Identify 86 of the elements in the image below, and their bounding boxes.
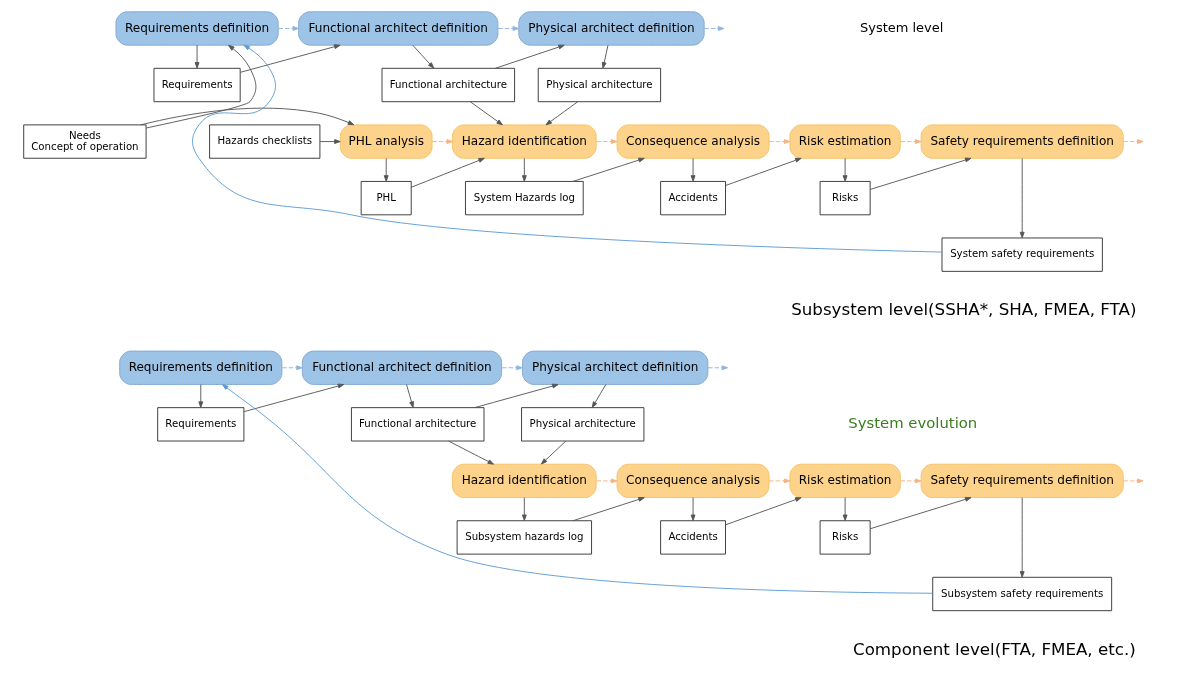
arrow	[690, 157, 695, 182]
node-box: Hazards checklists	[208, 124, 320, 159]
arrow	[1019, 497, 1025, 578]
node-box: Functional architecture	[381, 67, 515, 103]
node-box: Requirements	[153, 67, 241, 103]
node-box: Physical architecture	[520, 407, 644, 442]
node-box: Physical architect definition	[517, 11, 705, 46]
node-box: Safety requirements definition	[920, 463, 1124, 499]
arrow	[500, 365, 523, 371]
label: System evolution	[847, 413, 977, 431]
node-box: PHL	[360, 180, 412, 216]
arrow	[869, 496, 971, 530]
arrow	[411, 44, 434, 69]
arrow	[540, 440, 566, 465]
arrow	[410, 157, 485, 188]
node-box: Physical architect definition	[521, 350, 708, 385]
arrow	[1122, 478, 1143, 484]
label: System level	[859, 19, 943, 35]
arrow	[595, 139, 617, 144]
node-box: Subsystem hazards log	[456, 520, 592, 555]
arrow	[243, 383, 344, 413]
arrow	[473, 383, 559, 409]
node-box: Requirements definition	[115, 11, 279, 46]
node-box: Consequence analysis	[616, 463, 770, 499]
arrow	[690, 497, 695, 521]
arrow	[194, 44, 199, 69]
arrow	[221, 384, 933, 594]
arrow	[239, 44, 341, 73]
arrow	[899, 139, 921, 144]
node-box: System safety requirements	[941, 237, 1103, 272]
node-box: Accidents	[659, 180, 726, 216]
node-box: Requirements definition	[118, 350, 282, 385]
label: Component level(FTA, FMEA, etc.)	[852, 639, 1136, 659]
node-box: Functional architect definition	[301, 350, 502, 385]
arrow	[431, 139, 453, 144]
arrow	[595, 478, 617, 484]
node-box: Subsystem safety requirements	[931, 576, 1112, 612]
arrow	[601, 44, 608, 69]
label: Subsystem level(SSHA*, SHA, FMEA, FTA)	[790, 300, 1136, 320]
arrow	[591, 384, 606, 408]
arrow	[405, 384, 414, 408]
arrow	[145, 44, 256, 129]
node-box: Consequence analysis	[616, 124, 770, 159]
node-box: Accidents	[659, 520, 726, 555]
arrow	[139, 107, 354, 126]
arrow	[842, 497, 848, 521]
arrow	[842, 157, 848, 182]
arrow	[724, 157, 802, 186]
arrow	[497, 26, 519, 31]
arrow	[521, 157, 527, 182]
node-box: Functional architect definition	[297, 11, 498, 46]
arrow	[703, 26, 724, 31]
arrow	[572, 497, 645, 522]
arrow	[724, 497, 802, 526]
arrow	[521, 497, 527, 521]
node-box: Risk estimation	[789, 124, 901, 159]
arrow	[899, 478, 921, 484]
arrow	[572, 157, 645, 182]
arrow	[1019, 157, 1025, 239]
arrow	[277, 26, 299, 31]
arrow	[545, 101, 578, 126]
arrow	[869, 157, 971, 190]
node-box: Risks	[819, 180, 871, 216]
node-box: System Hazards log	[464, 180, 584, 216]
arrow	[319, 139, 341, 144]
node-box: Hazard identification	[451, 463, 597, 499]
arrow	[469, 101, 503, 126]
node-box: Requirements	[156, 407, 244, 442]
arrow	[191, 44, 942, 253]
node-box: Physical architecture	[537, 67, 661, 103]
node-box: Hazard identification	[451, 124, 597, 159]
node-box: Functional architecture	[350, 407, 484, 442]
arrow	[768, 139, 790, 144]
node-box: Safety requirements definition	[920, 124, 1124, 159]
node-box: PHL analysis	[339, 124, 433, 159]
arrow	[447, 440, 494, 465]
node-box: Needs Concept of operation	[22, 124, 147, 159]
arrow	[383, 157, 389, 182]
arrow	[494, 44, 565, 69]
node-box: Risk estimation	[789, 463, 901, 499]
arrow	[1122, 139, 1143, 144]
arrow	[768, 478, 790, 484]
node-box: Risks	[819, 520, 871, 555]
arrow	[281, 365, 303, 371]
arrow	[197, 384, 203, 408]
arrow	[707, 365, 728, 371]
